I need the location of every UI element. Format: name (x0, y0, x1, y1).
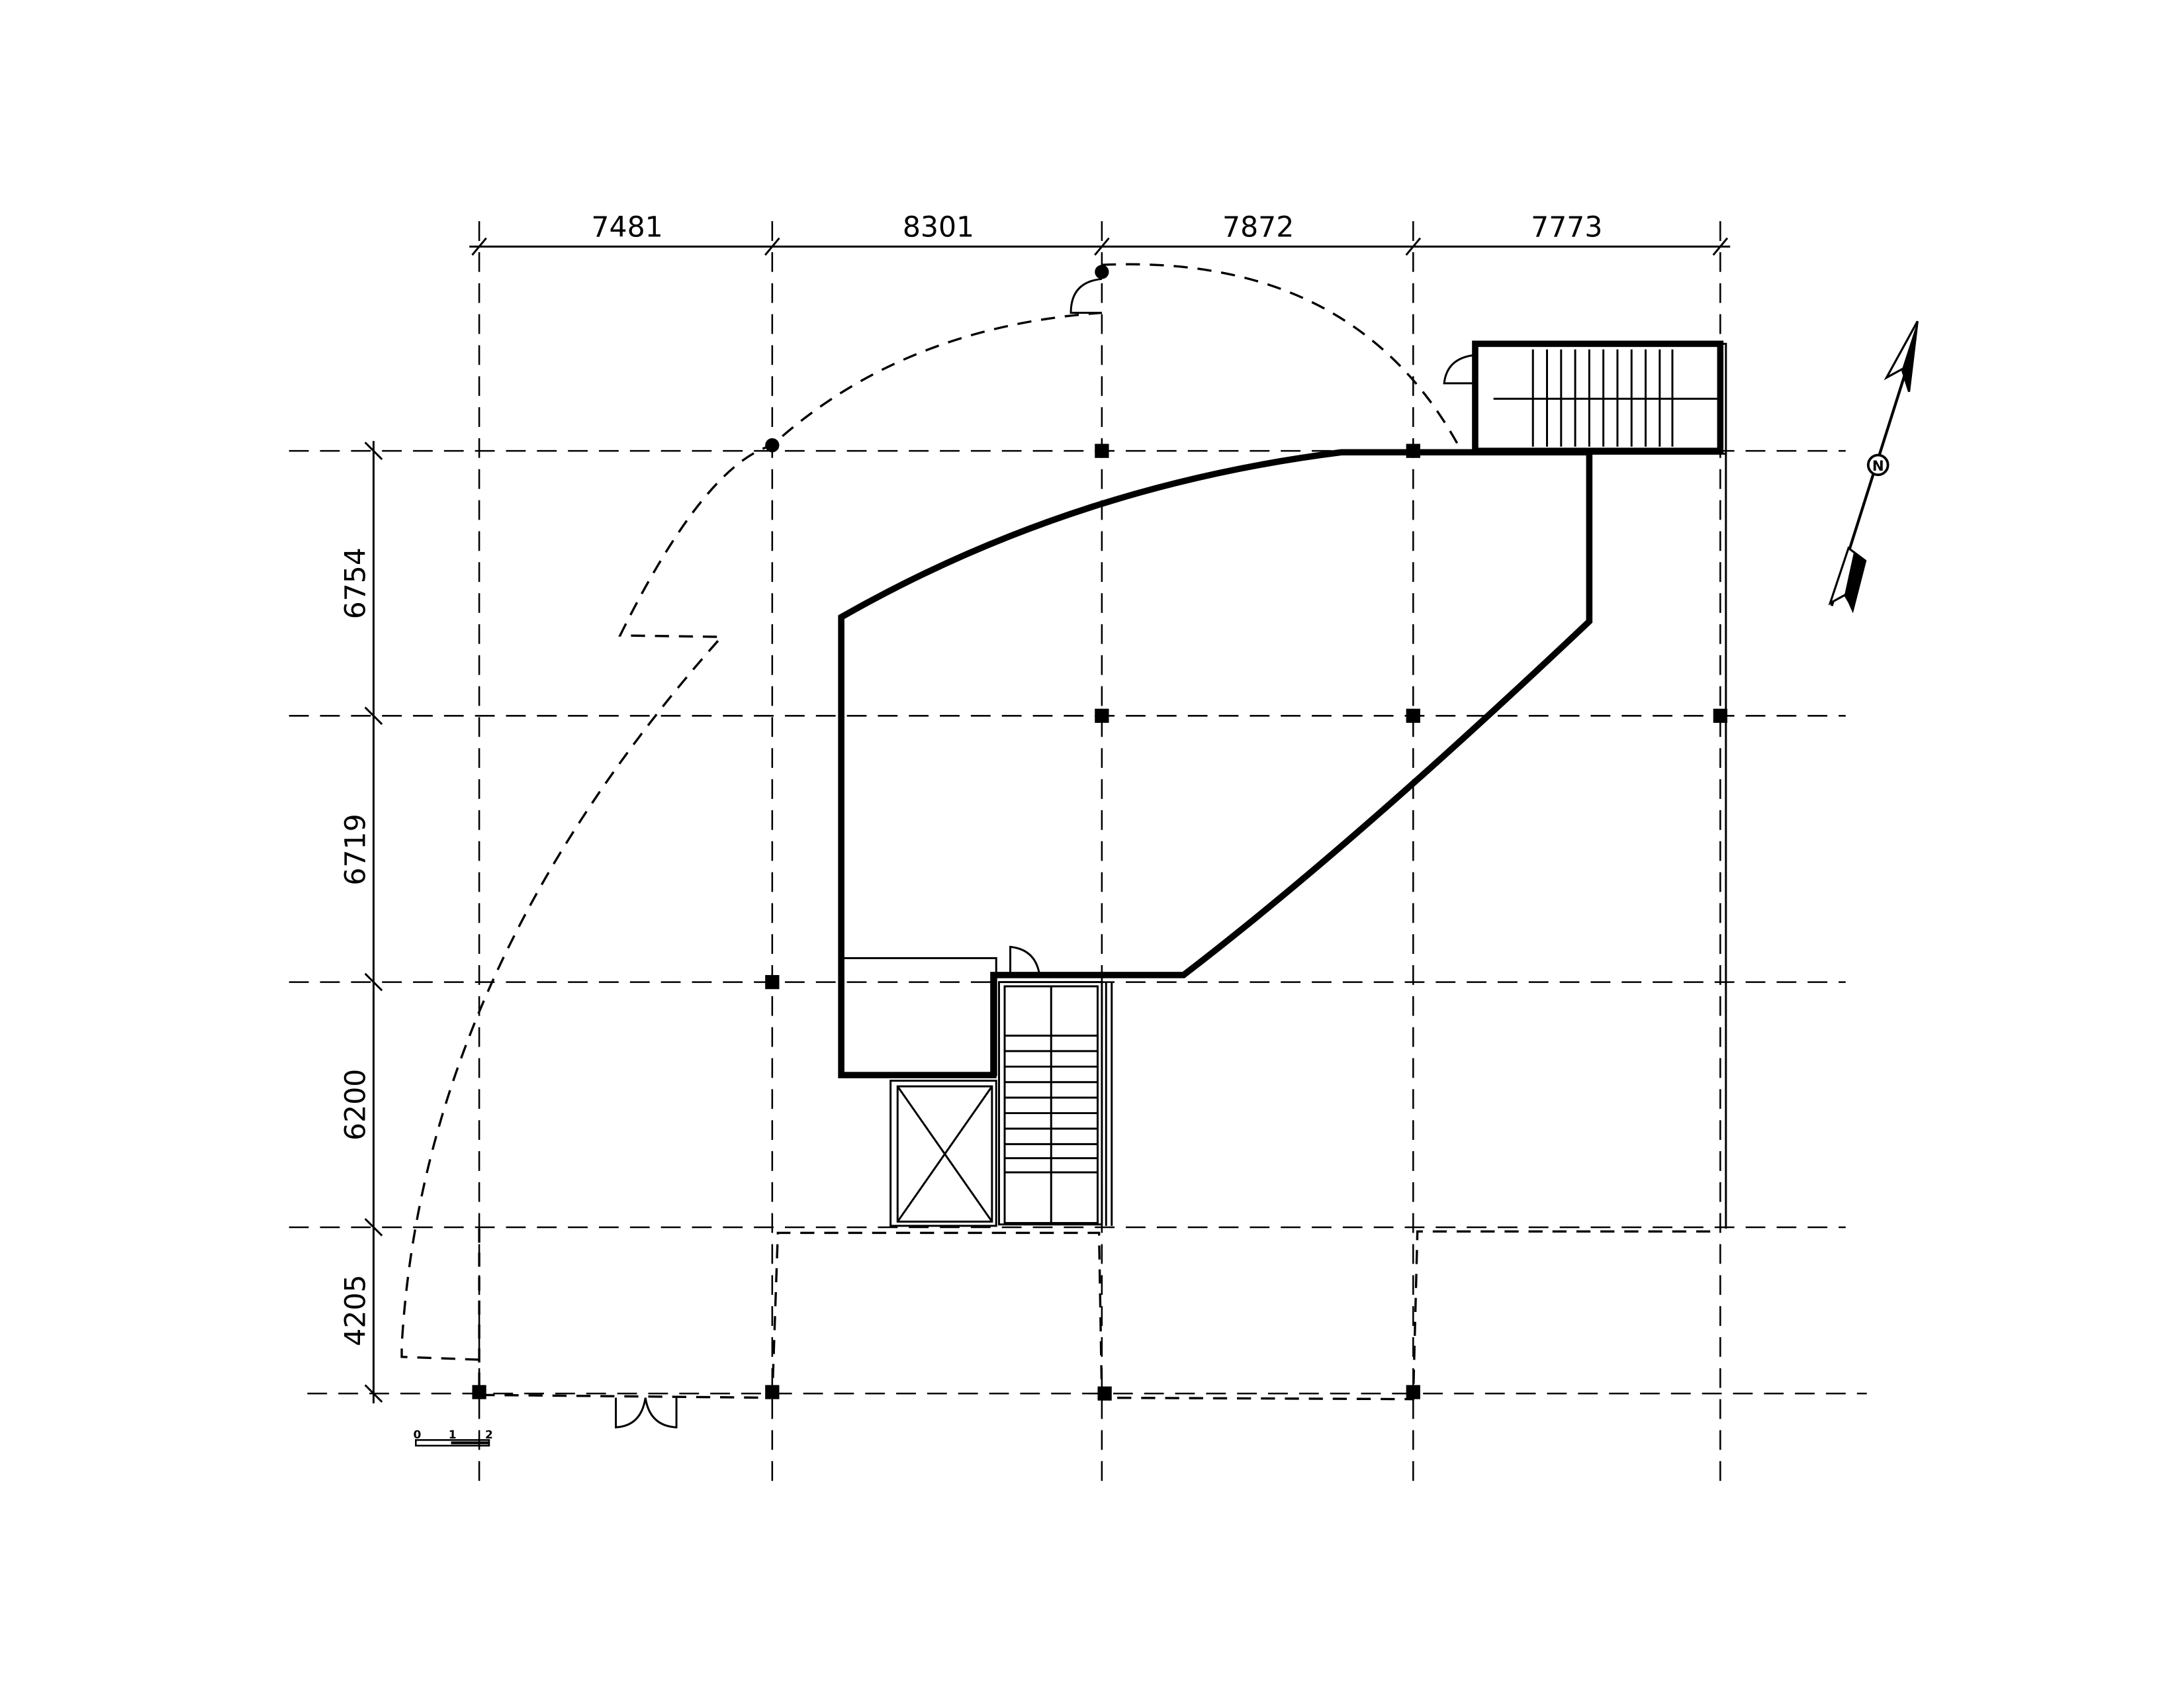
left-dimension-line: 6754 6719 6200 4205 (340, 441, 383, 1404)
double-door-icon (615, 1397, 678, 1429)
dimension-col-4: 7773 (1531, 211, 1602, 244)
scale-label-1: 1 (449, 1429, 457, 1442)
door-icon (1443, 353, 1477, 385)
dimension-row-1: 6754 (340, 547, 373, 619)
columns (472, 265, 1727, 1401)
door-icon (1009, 945, 1041, 978)
dashed-canopy-outline (400, 263, 1721, 1401)
dimension-col-3: 7872 (1222, 211, 1294, 244)
stair-northeast (1443, 340, 1727, 455)
north-arrow-icon: N (1828, 320, 1919, 614)
stair-core (998, 945, 1113, 1226)
scale-label-2: 2 (485, 1429, 493, 1442)
main-building-outline (838, 449, 1593, 1078)
dimension-col-1: 7481 (591, 211, 662, 244)
door-icon (1069, 277, 1103, 314)
elevator-shaft (889, 1080, 997, 1227)
dimension-row-2: 6719 (340, 814, 373, 885)
top-dimension-line: 7481 8301 7872 7773 (469, 211, 1731, 256)
scale-bar: 0 1 2 (414, 1429, 493, 1447)
small-room (840, 957, 997, 1076)
dimension-row-3: 6200 (340, 1069, 373, 1141)
north-label: N (1872, 458, 1884, 475)
dimension-row-4: 4205 (340, 1274, 373, 1346)
grid-lines (289, 221, 1867, 1487)
dimension-col-2: 8301 (903, 211, 974, 244)
scale-label-0: 0 (414, 1429, 422, 1442)
